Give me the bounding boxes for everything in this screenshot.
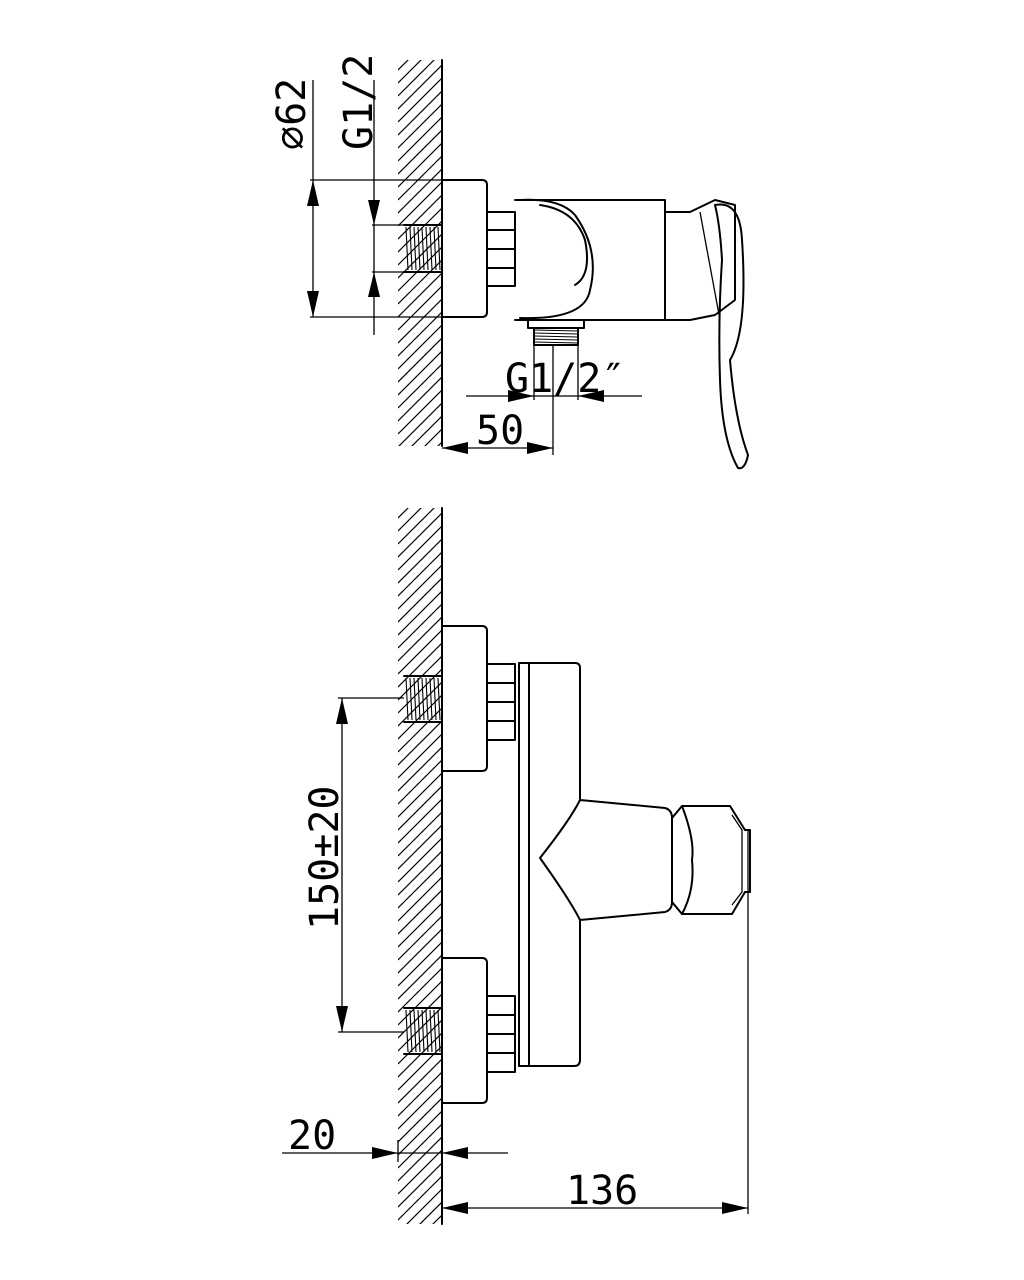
inlet-spacing-label: 150±20 [302, 786, 348, 931]
lever-handle-rim [731, 814, 743, 906]
diameter-label: ∅62 [269, 78, 315, 150]
outlet-thread-dimension: G1/2″ [466, 345, 642, 402]
wall-hatching-top [398, 60, 442, 446]
inlet-thread-dimension: G1/2 [336, 54, 404, 335]
outlet-thread-label: G1/2″ [505, 356, 625, 402]
lever-handle-top [714, 203, 749, 470]
wall-flange-top [441, 179, 488, 318]
outlet-offset-dimension: 50 [442, 345, 554, 455]
lever-edge-line [699, 211, 721, 321]
outlet-nipple-top [527, 319, 585, 346]
outlet-thread-top [533, 329, 579, 344]
wall-depth-label: 20 [288, 1113, 336, 1159]
top-view: ∅62 G1/2 G1/2″ 50 [269, 54, 749, 470]
lower-nut [486, 995, 516, 1073]
wall-depth-dimension: 20 [282, 1113, 508, 1162]
upper-inlet-thread [403, 675, 443, 723]
mixer-body-taper [539, 799, 581, 921]
hose-holder-curve [519, 198, 594, 320]
upper-nut [486, 663, 516, 741]
upper-flange [441, 625, 488, 772]
hose-holder-inner [539, 204, 588, 286]
lever-handle-face [681, 805, 694, 915]
valve-body-top [514, 199, 666, 321]
inlet-thread-label: G1/2 [336, 54, 382, 150]
lower-inlet-thread [403, 1007, 443, 1055]
cartridge-housing-top [664, 199, 736, 321]
inlet-thread-top [403, 224, 443, 273]
side-view: 150±20 20 136 [282, 507, 751, 1225]
nut-top [486, 211, 516, 287]
lower-flange [441, 957, 488, 1104]
outlet-offset-label: 50 [476, 408, 524, 454]
inlet-spacing-dimension: 150±20 [302, 697, 404, 1033]
wall-hatching-side [398, 508, 442, 1224]
diameter-dimension: ∅62 [269, 78, 442, 318]
mixer-body-side [518, 662, 673, 1067]
overall-depth-dimension: 136 [442, 830, 749, 1214]
overall-depth-label: 136 [566, 1168, 638, 1214]
lever-handle-side [671, 805, 751, 915]
